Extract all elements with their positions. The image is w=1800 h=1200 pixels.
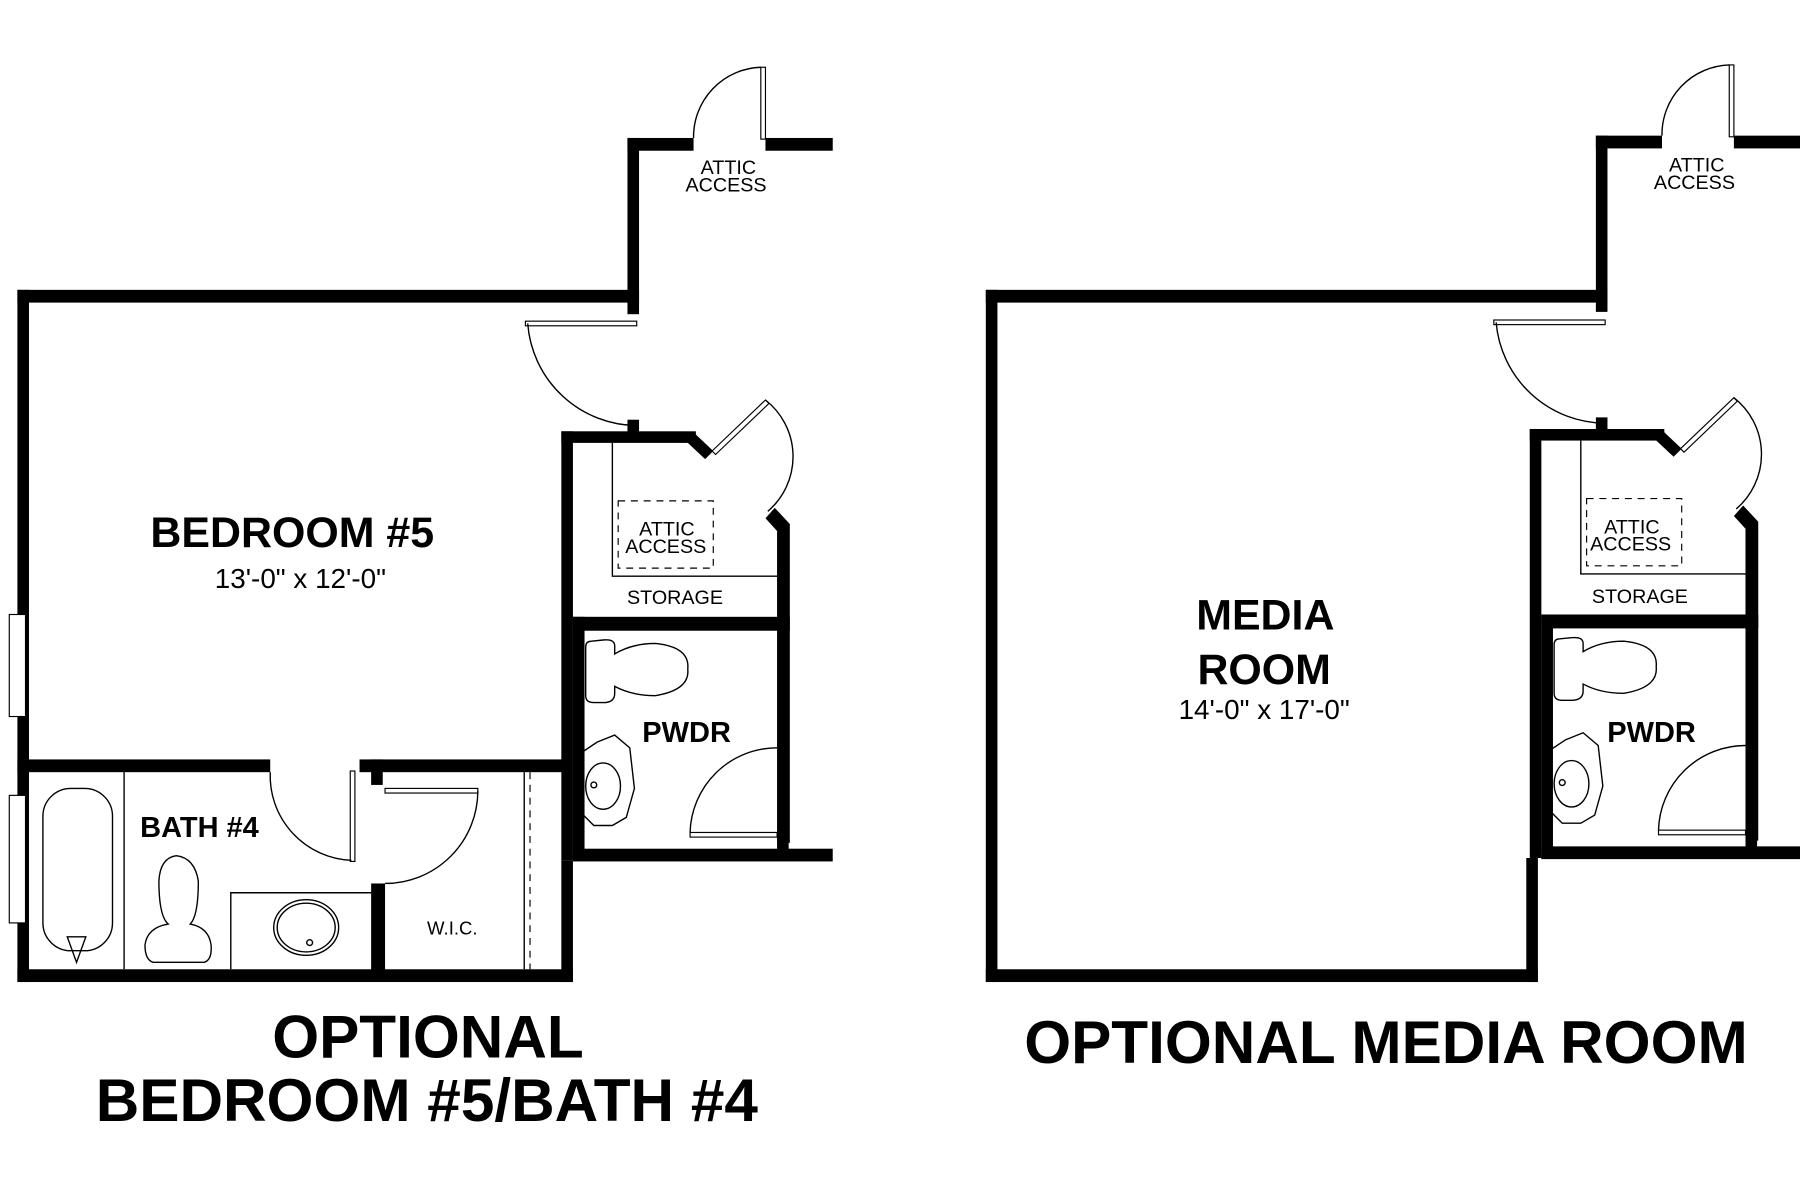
plan-title-line1: OPTIONAL [272,1002,584,1070]
attic-access-label-storage-2: ACCESS [625,536,706,558]
attic-access-label-top-2: ACCESS [1654,172,1735,194]
attic-access-label-top: ATTIC [1669,155,1724,177]
plan-title-line2: BEDROOM #5/BATH #4 [96,1066,759,1134]
plan-title: OPTIONAL MEDIA ROOM [1024,1008,1747,1076]
bedroom-5-label: BEDROOM #5 [150,509,434,557]
bedroom-5-dimensions: 13'-0" x 12'-0" [215,563,386,594]
plan-bedroom5-bath4: ATTIC ACCESS BEDROOM #5 13'-0" x 12'-0" … [8,66,834,1134]
media-room-dimensions: 14'-0" x 17'-0" [1179,694,1350,725]
attic-access-label-top-2: ACCESS [686,174,767,196]
pwdr-label: PWDR [642,717,731,749]
media-room-label-2: ROOM [1197,646,1330,694]
bath-4-label: BATH #4 [140,812,259,844]
attic-access-label-storage-2: ACCESS [1590,534,1671,556]
attic-access-label-storage: ATTIC [1604,516,1659,538]
attic-access-label-storage: ATTIC [639,519,694,541]
attic-access-label-top: ATTIC [701,157,756,179]
pwdr-label: PWDR [1607,717,1696,749]
storage-label: STORAGE [1592,586,1688,608]
plan-media-room: ATTIC ACCESS MEDIA ROOM 14'-0" x 17'-0" … [985,64,1800,1076]
media-room-label-1: MEDIA [1196,592,1334,640]
storage-label: STORAGE [627,587,723,609]
wic-label: W.I.C. [427,917,478,938]
